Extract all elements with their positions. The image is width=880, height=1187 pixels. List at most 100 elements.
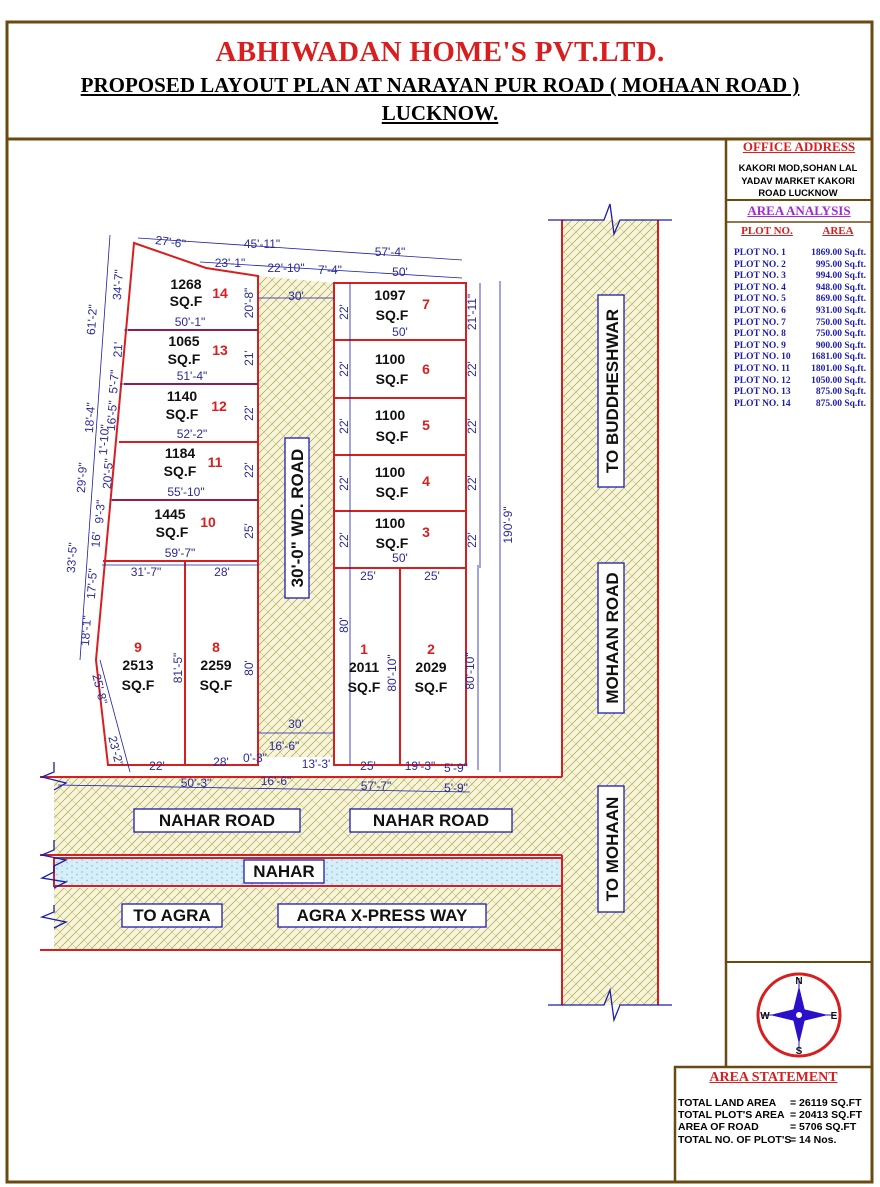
- dim-label: 16'-6": [261, 774, 292, 788]
- dim-label: 52'-2": [177, 427, 208, 441]
- plot-10: 1445 SQ.F 10: [154, 506, 216, 540]
- svg-text:2011: 2011: [349, 659, 380, 675]
- svg-text:1100: 1100: [375, 351, 406, 367]
- dim-label: 59'-7": [165, 546, 196, 560]
- dim-label: 33'-5": [64, 542, 80, 573]
- dim-label: 5'-7": [106, 369, 122, 394]
- svg-text:SQ.F: SQ.F: [170, 293, 203, 309]
- dim-label: 50'-3": [181, 776, 212, 790]
- dim-label: 61'-2": [84, 304, 100, 335]
- statement-row: TOTAL LAND AREA= 26119 SQ.FT: [678, 1097, 862, 1109]
- svg-text:SQ.F: SQ.F: [200, 677, 233, 693]
- plot-5: 1100 SQ.F 5: [375, 407, 430, 444]
- dim-label: 51'-4": [177, 369, 208, 383]
- plot-11: 1184 SQ.F 11: [164, 445, 223, 479]
- office-address-line: KAKORI MOD,SOHAN LAL: [738, 162, 858, 173]
- dim-label: 57'-7": [361, 779, 392, 793]
- svg-text:1140: 1140: [167, 388, 198, 404]
- dimension-guides: [57, 234, 501, 793]
- dim-label: 23'-1": [215, 256, 246, 270]
- dim-label: 55'-10": [167, 485, 204, 499]
- dimension-labels: 27'-6" 45'-11" 57'-4" 23'-1" 22'-10" 7'-…: [64, 233, 515, 795]
- dim-label: 80': [337, 617, 351, 633]
- dim-label: 81'-5": [171, 653, 185, 684]
- dim-label: 25': [360, 569, 376, 583]
- dim-label: 50'-1": [175, 315, 206, 329]
- office-address-line: YADAV MARKET KAKORI: [741, 174, 855, 186]
- internal-road-label: 30'-0" WD. ROAD: [288, 449, 307, 588]
- dim-label: 21'-11": [465, 294, 479, 330]
- dim-label: 34'-7": [110, 269, 126, 300]
- plot-14: 1268 SQ.F 14: [170, 276, 228, 309]
- dim-label: 5'-9": [444, 781, 468, 795]
- left-plot-block: [94, 241, 259, 766]
- dim-label: 80'-10": [463, 652, 477, 689]
- dim-label: 7'-4": [318, 263, 342, 277]
- dim-label: 45'-11": [244, 237, 280, 251]
- dim-label: 22': [149, 759, 165, 773]
- svg-text:1184: 1184: [165, 445, 196, 461]
- dim-label: 30': [288, 289, 304, 303]
- svg-text:3: 3: [422, 524, 430, 540]
- nahar-label: NAHAR: [253, 862, 314, 881]
- svg-text:SQ.F: SQ.F: [166, 406, 199, 422]
- plot-8: 8 2259 SQ.F: [200, 639, 233, 693]
- svg-text:SQ.F: SQ.F: [376, 307, 409, 323]
- mohaan-road-label: MOHAAN ROAD: [603, 572, 622, 703]
- dim-label: 22': [242, 405, 256, 421]
- svg-text:SQ.F: SQ.F: [415, 679, 448, 695]
- dim-label: 31'-7": [131, 565, 162, 579]
- svg-text:SQ.F: SQ.F: [164, 463, 197, 479]
- dim-label: 22': [337, 361, 351, 377]
- dim-label: 20'-5": [100, 458, 116, 489]
- plot-3: 1100 SQ.F 3: [375, 515, 430, 551]
- plot-7: 1097 SQ.F 7: [374, 287, 430, 323]
- dim-label: 80'-10": [385, 654, 399, 691]
- dim-label: 25': [424, 569, 440, 583]
- dim-label: 28': [214, 565, 230, 579]
- svg-text:SQ.F: SQ.F: [376, 484, 409, 500]
- svg-text:1097: 1097: [374, 287, 405, 303]
- svg-text:12: 12: [211, 398, 227, 414]
- svg-text:10: 10: [200, 514, 216, 530]
- svg-text:SQ.F: SQ.F: [156, 524, 189, 540]
- dim-label: 25': [242, 523, 256, 539]
- dim-label: 1'-10": [96, 424, 112, 455]
- svg-text:5: 5: [422, 417, 430, 433]
- compass-rose: N S E W: [756, 972, 842, 1058]
- svg-text:1100: 1100: [375, 515, 406, 531]
- plan-city: LUCKNOW.: [381, 101, 499, 125]
- svg-text:4: 4: [422, 473, 430, 489]
- dim-label: 22': [337, 418, 351, 434]
- dim-label: 27'-6": [154, 233, 186, 251]
- compass-w: W: [760, 1011, 770, 1022]
- dim-label: 5'-9": [444, 761, 468, 775]
- dim-label: 80': [242, 660, 256, 676]
- svg-text:2029: 2029: [415, 659, 446, 675]
- plot-9: 9 2513 SQ.F: [122, 639, 155, 693]
- to-buddheshwar-label: TO BUDDHESHWAR: [603, 309, 622, 473]
- company-title: ABHIWADAN HOME'S PVT.LTD.: [215, 36, 665, 68]
- plot-6: 1100 SQ.F 6: [375, 351, 430, 387]
- agra-xpress-label: AGRA X-PRESS WAY: [297, 906, 468, 925]
- dim-label: 0'-3": [243, 751, 267, 765]
- svg-text:9: 9: [134, 639, 142, 655]
- svg-text:8: 8: [212, 639, 220, 655]
- svg-text:1065: 1065: [168, 333, 199, 349]
- dim-label: 29'-9": [74, 462, 90, 493]
- dim-label: 57'-4": [375, 245, 406, 259]
- svg-text:SQ.F: SQ.F: [376, 428, 409, 444]
- plot-12: 1140 SQ.F 12: [166, 388, 227, 422]
- svg-text:SQ.F: SQ.F: [376, 535, 409, 551]
- area-analysis-heading: AREA ANALYSIS: [747, 203, 851, 218]
